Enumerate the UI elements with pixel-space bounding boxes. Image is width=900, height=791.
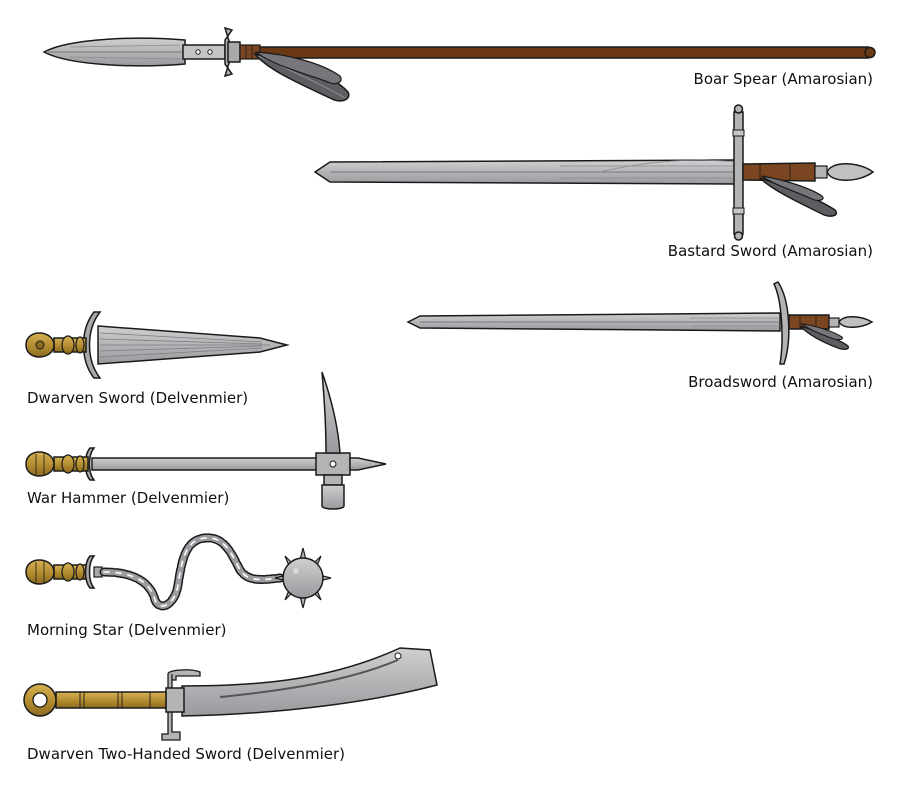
dwarven-sword-guard <box>82 311 102 379</box>
broadsword <box>406 281 874 365</box>
spear-socket <box>182 44 226 60</box>
spear-feather-2 <box>254 51 342 85</box>
war-hammer-caption: War Hammer (Delvenmier) <box>27 489 230 507</box>
bastard-sword-pommel <box>826 163 875 181</box>
war-hammer-pick <box>321 371 341 454</box>
broadsword-crossguard <box>772 281 790 365</box>
boar-spear <box>42 26 876 102</box>
bastard-sword-feather-2 <box>761 175 824 202</box>
broadsword-caption: Broadsword (Amarosian) <box>688 373 873 391</box>
bastard-sword-feather-1 <box>759 177 837 217</box>
war-hammer-pommel <box>25 451 55 477</box>
morning-star <box>25 533 332 611</box>
dwarven-two-handed-sword <box>23 647 438 741</box>
morning-star-chain <box>99 533 285 611</box>
two-handed-sword-grip <box>55 691 167 709</box>
dwarven-sword-caption: Dwarven Sword (Delvenmier) <box>27 389 249 407</box>
broadsword-pommel <box>838 316 874 328</box>
boar-spear-caption: Boar Spear (Amarosian) <box>693 70 873 88</box>
war-hammer-face <box>321 484 345 510</box>
war-hammer-haft <box>91 457 318 471</box>
war-hammer-spike <box>349 457 387 471</box>
morning-star-caption: Morning Star (Delvenmier) <box>27 621 227 639</box>
broadsword-feather-2 <box>800 323 843 341</box>
bastard-sword-grip <box>742 162 816 182</box>
morning-star-pommel <box>25 559 55 585</box>
spear-shaft <box>254 46 874 59</box>
bastard-sword <box>313 104 875 241</box>
two-handed-sword-caption: Dwarven Two-Handed Sword (Delvenmier) <box>27 745 345 763</box>
morning-star-ball <box>274 547 332 609</box>
war-hammer <box>25 371 387 510</box>
two-handed-sword-blade <box>181 647 438 717</box>
bastard-sword-caption: Bastard Sword (Amarosian) <box>667 242 873 260</box>
dwarven-sword <box>25 311 290 379</box>
